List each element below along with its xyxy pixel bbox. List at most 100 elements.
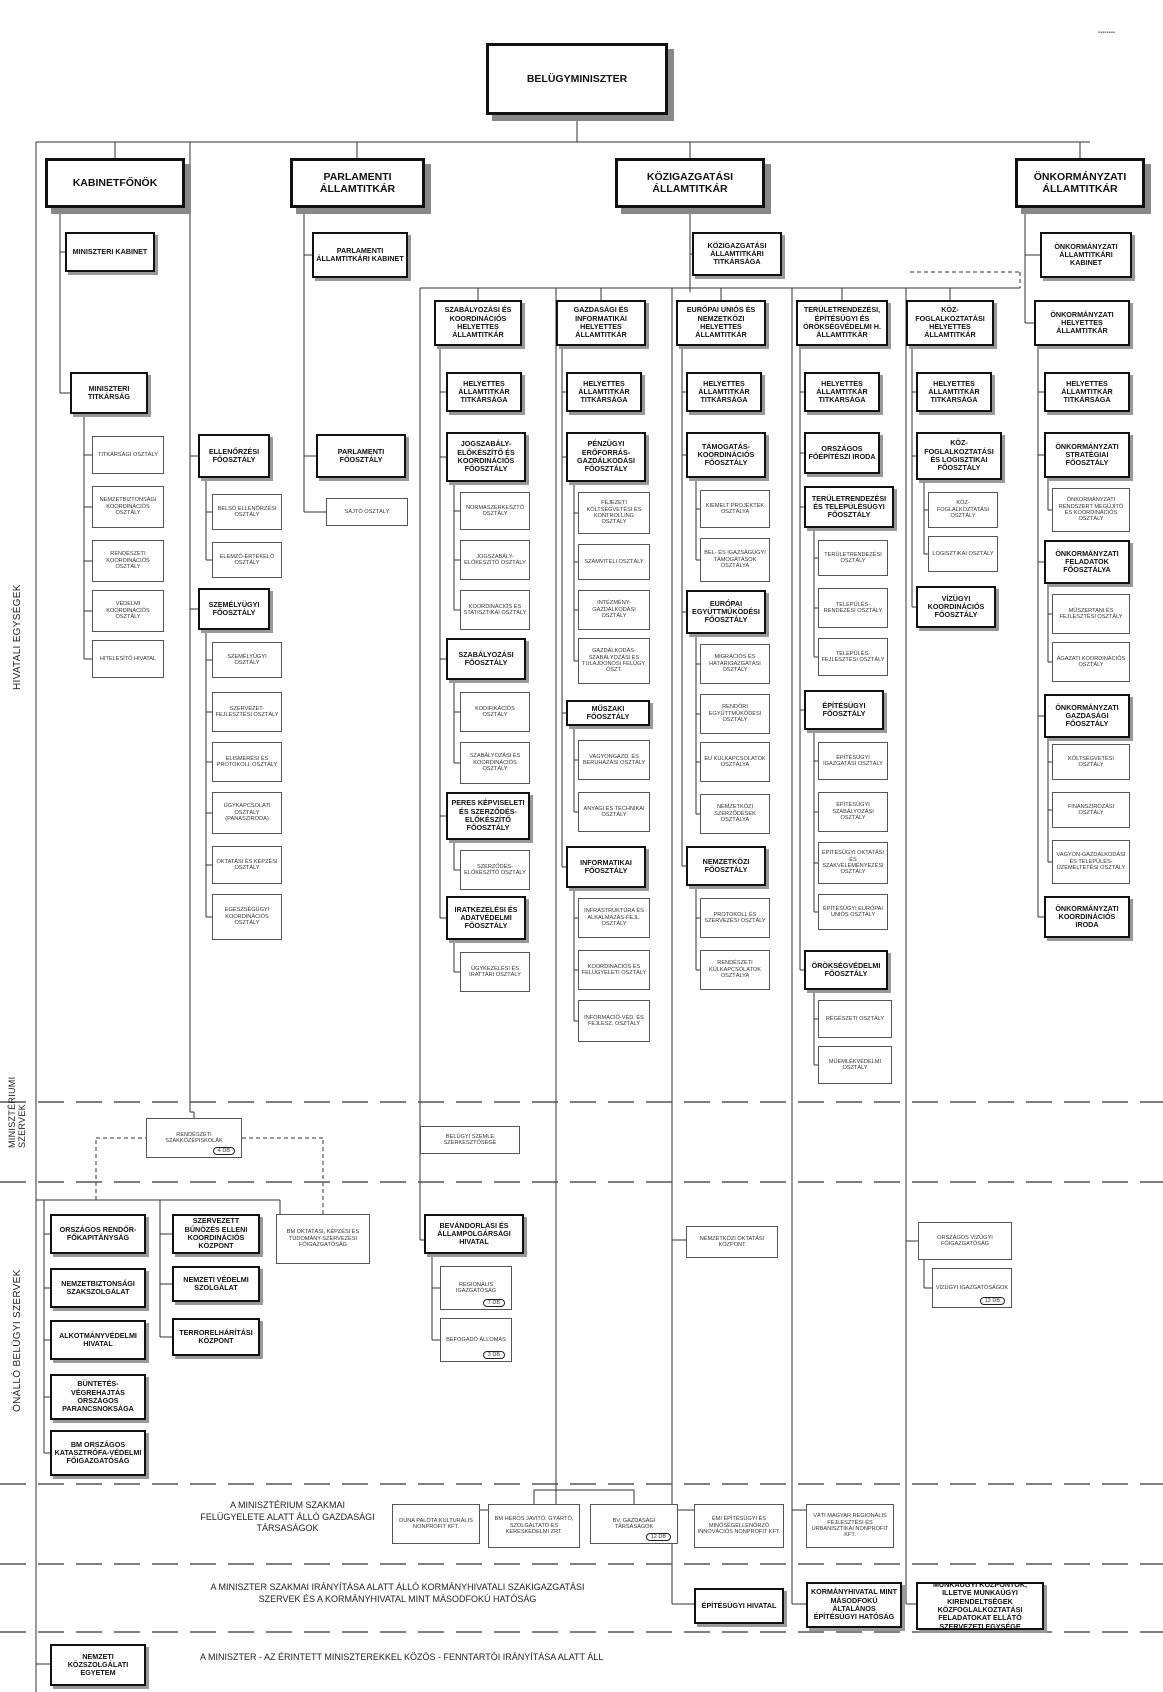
count-badge: 7 DB: [482, 1298, 505, 1307]
org-unit-label: ÉPÍTÉSÜGYI HIVATAL: [701, 1600, 777, 1610]
org-unit-label: SZEMÉLYÜGYI OSZTÁLY: [227, 653, 267, 666]
org-unit-c5c: KÖZ-FOGLALKOZTATÁSI OSZTÁLY: [928, 492, 998, 528]
org-unit-c2m: KOORDINÁCIÓS ÉS FELÜGYELETI OSZTÁLY: [578, 950, 650, 990]
org-unit-el0: ELLENŐRZÉSI FŐOSZTÁLY: [198, 434, 270, 478]
org-unit-c2l: INFRASTRUKTÚRA ÉS ALKALMAZÁS-FEJL. OSZTÁ…: [578, 898, 650, 938]
org-unit-label: NEMZETKÖZI FŐOSZTÁLY: [702, 856, 750, 874]
org-unit-label: KÖZ-FOGLALKOZTATÁSI HELYETTES ÁLLAMTITKÁ…: [915, 305, 985, 340]
org-unit-on7: ÁGAZATI KOORDINÁCIÓS OSZTÁLY: [1052, 642, 1130, 682]
org-unit-label: RENDÉSZETI KOORDINÁCIÓS OSZTÁLY: [106, 551, 150, 571]
count-badge: 12 DB: [979, 1296, 1005, 1305]
org-unit-c3j: NEMZETKÖZI SZERZŐDÉSEK OSZTÁLYA: [700, 794, 770, 834]
org-unit-c3e: EURÓPAI EGYÜTTMŰKÖDÉSI FŐOSZTÁLY: [686, 590, 766, 634]
org-unit-label: ÖNKORMÁNYZATI STRATÉGIAI FŐOSZTÁLY: [1055, 441, 1119, 468]
org-unit-label: ÉPÍTÉSÜGYI OKTATÁSI ÉS SZAKVÉLEMÉNYEZÉSI…: [822, 850, 884, 876]
org-unit-ka6: HITELESÍTŐ HIVATAL: [92, 640, 164, 678]
org-unit-ka3: NEMZETBIZTONSÁGI KOORDINÁCIÓS OSZTÁLY: [92, 486, 164, 528]
org-unit-c2h: GAZDASÁGI ÉS INFORMATIKAI HELYETTES ÁLLA…: [556, 300, 646, 346]
note-fenntartoi-iranyitas: A MINISZTER - AZ ÉRINTETT MINISZTEREKKEL…: [200, 1652, 604, 1662]
org-unit-ka1: MINISZTERI TITKÁRSÁG: [70, 372, 148, 414]
org-unit-oc2: REGIONÁLIS IGAZGATÓSÁG 7 DB: [440, 1266, 512, 1310]
org-unit-label: MŰSZAKI FŐOSZTÁLY: [586, 703, 630, 721]
org-unit-label: PARLAMENTI ÁLLAMTITKÁR: [319, 170, 396, 195]
org-unit-label: GAZDASÁGI ÉS INFORMATIKAI HELYETTES ÁLLA…: [573, 305, 629, 340]
org-unit-label: KÖZIGAZGATÁSI ÁLLAMTITKÁR: [646, 170, 734, 195]
org-unit-label: VAGYON-GAZDÁLKODÁSI ÉS TELEPÜLÉS-ÜZEMELT…: [1056, 852, 1126, 872]
org-unit-on8: ÖNKORMÁNYZATI GAZDASÁGI FŐOSZTÁLY: [1044, 694, 1130, 738]
org-unit-label: PROTOKOLL ÉS SZERVEZÉSI OSZTÁLY: [704, 911, 766, 924]
org-unit-nk: NEMZETI KÖZSZOLGÁLATI EGYETEM: [50, 1644, 146, 1686]
org-unit-od1: NEMZETKÖZI OKTATÁSI KÖZPONT: [686, 1226, 778, 1258]
org-unit-label: FEJEZETI KÖLTSÉGVETÉSI ÉS KONTROLLING OS…: [586, 500, 642, 526]
org-unit-label: BEFOGADÓ ÁLLOMÁS: [446, 1336, 506, 1343]
org-unit-label: RÉGÉSZETI OSZTÁLY: [825, 1015, 885, 1022]
org-unit-label: HELYETTES ÁLLAMTITKÁR TITKÁRSÁGA: [816, 378, 868, 405]
org-unit-label: SZABÁLYOZÁSI FŐOSZTÁLY: [458, 649, 514, 667]
org-unit-label: HELYETTES ÁLLAMTITKÁR TITKÁRSÁGA: [458, 378, 510, 405]
org-unit-c4e: TELEPÜLÉS-RENDEZÉSI OSZTÁLY: [818, 588, 888, 628]
org-unit-onk: ÖNKORMÁNYZATI ÁLLAMTITKÁR: [1015, 158, 1145, 208]
org-unit-label: VÍZÜGYI KOORDINÁCIÓS FŐOSZTÁLY: [927, 593, 985, 620]
org-unit-on10: FINANSZÍROZÁSI OSZTÁLY: [1052, 792, 1130, 828]
org-unit-c4b: ORSZÁGOS FŐÉPÍTÉSZI IRODA: [804, 432, 880, 474]
count-badge: 4 DB: [212, 1146, 235, 1155]
org-unit-pa0: PARLAMENTI ÁLLAMTITKÁRI KABINET: [312, 232, 408, 278]
org-unit-label: JOGSZABÁLY-ELŐKÉSZÍTŐ ÉS KOORDINÁCIÓS FŐ…: [457, 439, 515, 474]
org-unit-label: ÜGYKEZELÉSI ÉS IRATTÁRI OSZTÁLY: [469, 965, 521, 978]
org-unit-label: NEMZETBIZTONSÁGI KOORDINÁCIÓS OSZTÁLY: [99, 497, 157, 517]
org-unit-c1k: SZERZŐDÉS-ELŐKÉSZÍTŐ OSZTÁLY: [460, 850, 530, 890]
org-unit-label: TERÜLETRENDEZÉSI, ÉPÍTÉSÜGYI ÉS ÖRÖKSÉGV…: [803, 305, 881, 340]
org-unit-label: BM HEROS JAVÍTÓ, GYÁRTÓ, SZOLGÁLTATÓ ÉS …: [494, 1516, 574, 1536]
org-unit-k3: MUNKAÜGYI KÖZPONTOK, ILLETVE MUNKAÜGYI K…: [916, 1582, 1044, 1630]
count-badge: 12 DB: [645, 1532, 671, 1541]
org-unit-c4a: HELYETTES ÁLLAMTITKÁR TITKÁRSÁGA: [804, 372, 880, 412]
org-unit-el2: ELEMZŐ-ÉRTÉKELŐ OSZTÁLY: [212, 542, 282, 578]
org-unit-label: JOGSZABÁLY-ELŐKÉSZÍTŐ OSZTÁLY: [464, 553, 526, 566]
org-unit-label: SZABÁLYOZÁSI ÉS KOORDINÁCIÓS OSZTÁLY: [469, 753, 521, 773]
section-label-miniszteriumi: MINISZTÉRIUMI SZERVEK: [7, 1076, 27, 1148]
org-unit-label: INTÉZMÉNY-GAZDÁLKODÁSI OSZTÁLY: [592, 600, 636, 620]
org-unit-c4k: ÉPÍTÉSÜGYI OKTATÁSI ÉS SZAKVÉLEMÉNYEZÉSI…: [818, 842, 888, 884]
corner-mark: ▪▪▪▪▪▪▪▪: [1097, 30, 1115, 36]
org-unit-label: BEVÁNDORLÁSI ÉS ÁLLAMPOLGÁRSÁGI HIVATAL: [437, 1220, 511, 1247]
org-unit-label: KÖLTSÉGVETÉSI OSZTÁLY: [1068, 755, 1114, 768]
org-unit-label: BM ORSZÁGOS KATASZTRÓFA-VÉDELMI FŐIGAZGA…: [54, 1439, 142, 1466]
org-unit-c2c: FEJEZETI KÖLTSÉGVETÉSI ÉS KONTROLLING OS…: [578, 492, 650, 534]
org-unit-c1e: KOORDINÁCIÓS ÉS STATISZTIKAI OSZTÁLY: [460, 590, 530, 630]
org-unit-oc1: BEVÁNDORLÁSI ÉS ÁLLAMPOLGÁRSÁGI HIVATAL: [424, 1214, 524, 1254]
org-unit-pa1: PARLAMENTI FŐOSZTÁLY: [316, 434, 406, 478]
org-unit-label: TELEPÜLÉS-FEJLESZTÉSI OSZTÁLY: [821, 650, 885, 663]
org-unit-label: REGIONÁLIS IGAZGATÓSÁG: [455, 1281, 497, 1294]
org-unit-label: TÁMOGATÁS-KOORDINÁCIÓS FŐOSZTÁLY: [697, 441, 755, 468]
org-unit-c3b: TÁMOGATÁS-KOORDINÁCIÓS FŐOSZTÁLY: [686, 432, 766, 478]
org-unit-oa5: BM ORSZÁGOS KATASZTRÓFA-VÉDELMI FŐIGAZGA…: [50, 1430, 146, 1476]
org-unit-label: ELISMERÉSI ÉS PROTOKOLL OSZTÁLY: [216, 755, 278, 768]
org-unit-label: HELYETTES ÁLLAMTITKÁR TITKÁRSÁGA: [928, 378, 980, 405]
org-unit-label: SZERVEZETT BŰNÖZÉS ELLENI KOORDINÁCIÓS K…: [184, 1216, 248, 1251]
org-unit-label: SZERVEZET-FEJLESZTÉSI OSZTÁLY: [215, 705, 279, 718]
org-unit-c2f: GAZDÁLKODÁS-SZABÁLYOZÁSI ÉS TULAJDONOSI …: [578, 638, 650, 684]
org-unit-c2j: ANYAGI ÉS TECHNIKAI OSZTÁLY: [578, 792, 650, 832]
org-unit-label: PARLAMENTI FŐOSZTÁLY: [337, 446, 385, 464]
org-unit-on3: ÖNKORMÁNYZATI STRATÉGIAI FŐOSZTÁLY: [1044, 432, 1130, 478]
org-unit-label: BEL- ÉS IGAZSÁGÜGYI TÁMOGATÁSOK OSZTÁLYA: [704, 550, 766, 570]
org-unit-par: PARLAMENTI ÁLLAMTITKÁR: [290, 158, 425, 208]
org-unit-label: FINANSZÍROZÁSI OSZTÁLY: [1067, 803, 1115, 816]
org-unit-on5: ÖNKORMÁNYZATI FELADATOK FŐOSZTÁLYA: [1044, 540, 1130, 584]
org-unit-label: KÖZ-FOGLALKOZTATÁSI OSZTÁLY: [936, 500, 990, 520]
org-unit-label: HELYETTES ÁLLAMTITKÁR TITKÁRSÁGA: [698, 378, 750, 405]
org-unit-c2k: INFORMATIKAI FŐOSZTÁLY: [566, 846, 646, 888]
org-unit-oa1: ORSZÁGOS RENDŐR-FŐKAPITÁNYSÁG: [50, 1214, 146, 1254]
org-unit-c1g: KODIFIKÁCIÓS OSZTÁLY: [460, 692, 530, 732]
org-unit-c5a: HELYETTES ÁLLAMTITKÁR TITKÁRSÁGA: [916, 372, 992, 412]
org-unit-c4l: ÉPÍTÉSÜGYI EURÓPAI UNIÓS OSZTÁLY: [818, 894, 888, 930]
org-unit-c1c: NORMASZERKESZTŐ OSZTÁLY: [460, 492, 530, 530]
org-unit-label: ÖNKORMÁNYZATI KOORDINÁCIÓS IRODA: [1055, 903, 1119, 930]
org-unit-c4d: TERÜLETRENDEZÉSI OSZTÁLY: [818, 540, 888, 576]
org-unit-label: DUNA PALOTA KULTURÁLIS NONPROFIT KFT.: [399, 1517, 473, 1530]
org-unit-label: ANYAGI ÉS TECHNIKAI OSZTÁLY: [583, 805, 645, 818]
org-unit-label: ÉMI ÉPÍTÉSÜGYI ÉS MINŐSÉGELLENŐRZŐ INNOV…: [697, 1516, 781, 1536]
org-unit-label: TELEPÜLÉS-RENDEZÉSI OSZTÁLY: [823, 601, 883, 614]
section-label-onallo: ÖNÁLLÓ BELÜGYI SZERVEK: [12, 1269, 23, 1412]
